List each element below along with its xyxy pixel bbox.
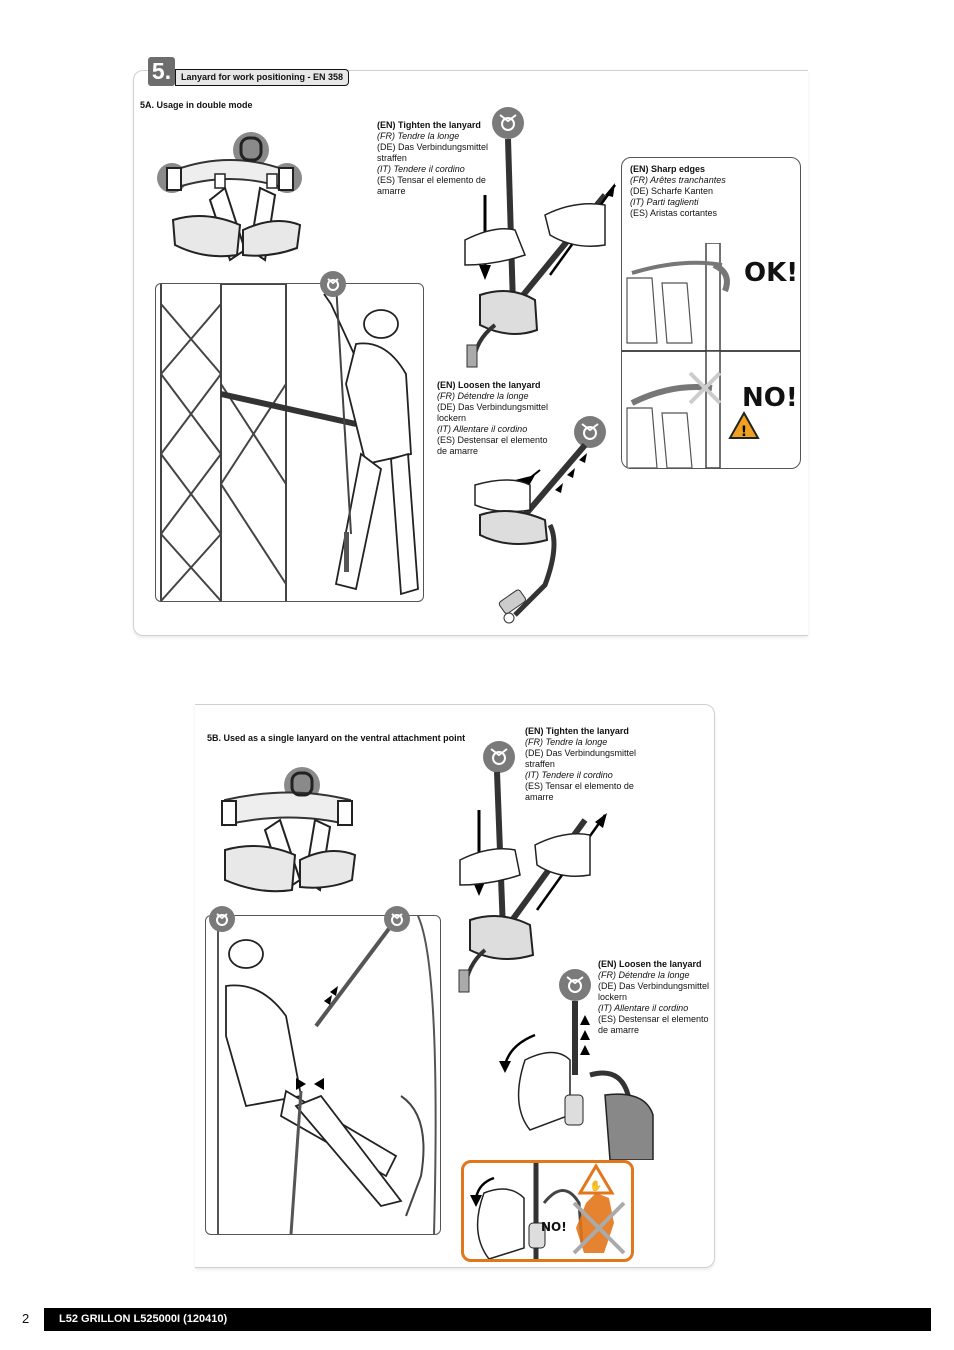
- section-title: Lanyard for work positioning - EN 358: [175, 69, 350, 86]
- loosen-text-5b: (EN) Loosen the lanyard (FR) Détendre la…: [598, 959, 710, 1035]
- ok-label: OK!: [744, 258, 799, 288]
- svg-text:✋: ✋: [590, 1179, 602, 1192]
- tighten-illustration-5b: [458, 741, 607, 993]
- no-label: NO!: [742, 383, 798, 413]
- page-number: 2: [22, 1311, 30, 1326]
- warning-box: ✋ NO!: [461, 1160, 634, 1262]
- loosen-illustration-5a: [474, 416, 606, 624]
- harness-illustration-5a: [157, 132, 302, 262]
- warning-no-label: NO!: [541, 1220, 567, 1234]
- tighten-text-5a: (EN) Tighten the lanyard (FR) Tendre la …: [377, 120, 489, 196]
- footer-bar: L52 GRILLON L525000I (120410): [44, 1308, 931, 1331]
- svg-text:!: !: [741, 424, 747, 440]
- sharp-edges-illustration: !: [622, 243, 800, 468]
- subtitle-5b: 5B. Used as a single lanyard on the vent…: [207, 733, 466, 743]
- subtitle-5a: 5A. Usage in double mode: [140, 100, 253, 110]
- anchor-badge-icon-right: [384, 906, 410, 932]
- loosen-text-5a: (EN) Loosen the lanyard (FR) Détendre la…: [437, 380, 549, 456]
- tower-climber-illustration: [155, 283, 424, 602]
- rope-worker-illustration: [205, 915, 441, 1235]
- warning-illustration: ✋: [470, 1163, 626, 1259]
- sharp-edges-text: (EN) Sharp edges (FR) Arêtes tranchantes…: [630, 164, 726, 218]
- document-reference: L52 GRILLON L525000I (120410): [59, 1313, 228, 1325]
- tighten-illustration-5a: [464, 107, 617, 368]
- anchor-badge-icon-left: [209, 906, 235, 932]
- sharp-edges-box: (EN) Sharp edges (FR) Arêtes tranchantes…: [621, 157, 801, 469]
- anchor-badge-icon: [320, 271, 346, 297]
- section-number: 5.: [148, 57, 175, 86]
- loosen-illustration-5b: [499, 969, 654, 1160]
- tighten-text-5b: (EN) Tighten the lanyard (FR) Tendre la …: [525, 726, 637, 802]
- harness-illustration-5b: [221, 767, 357, 893]
